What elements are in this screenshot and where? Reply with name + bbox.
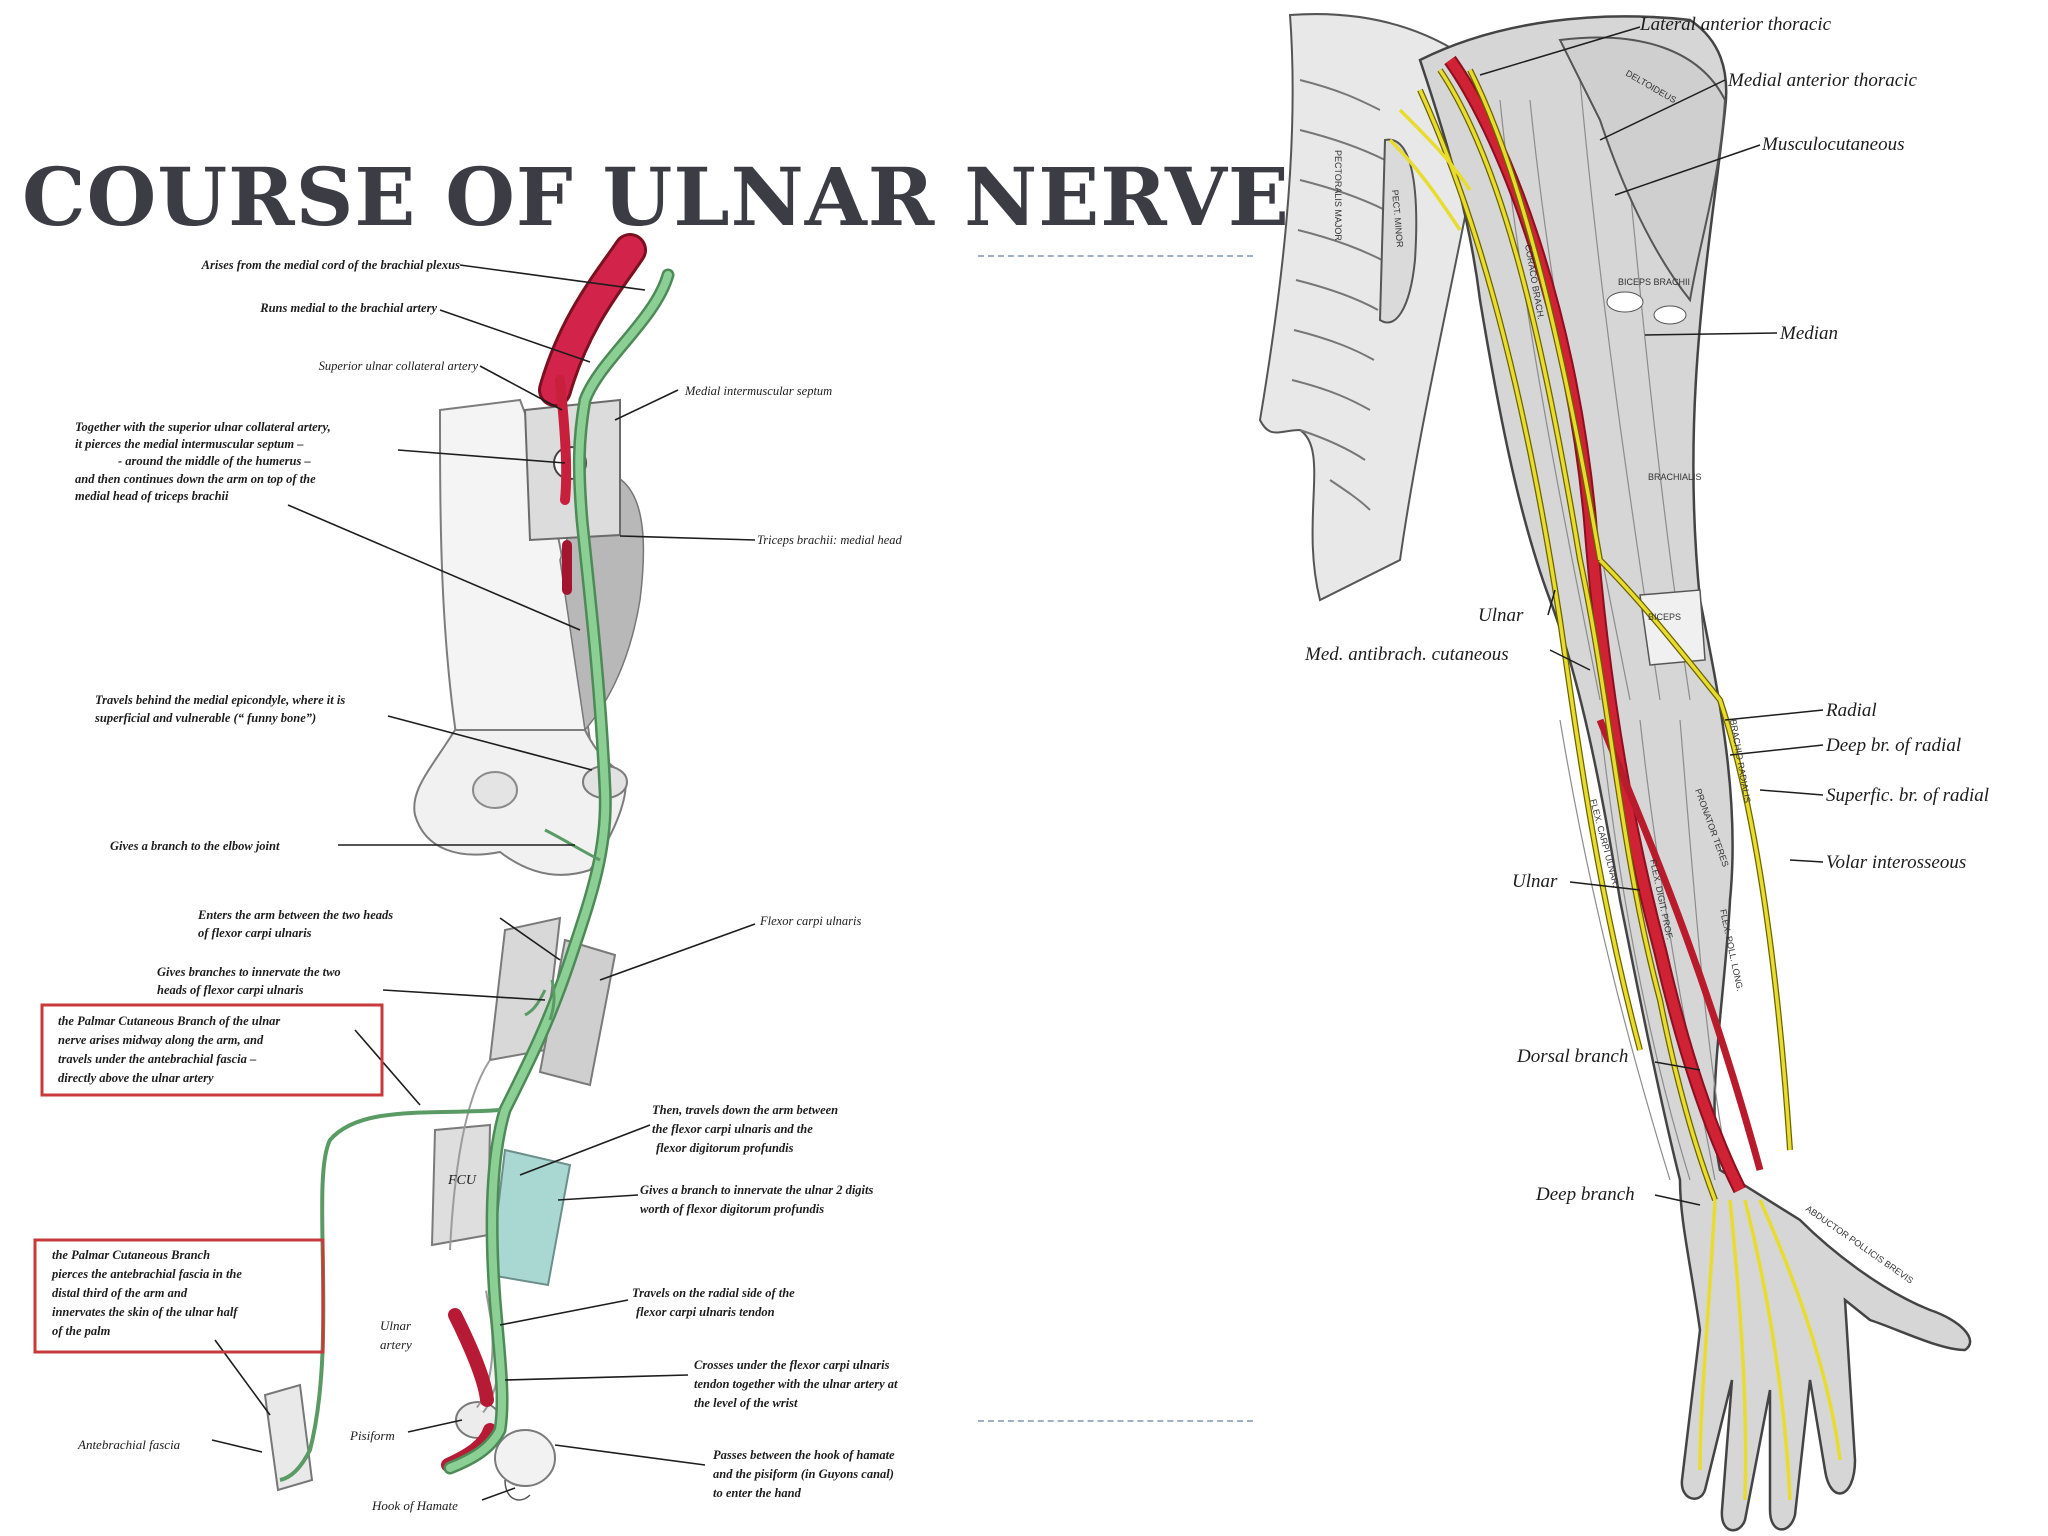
svg-text:Enters the arm between the two: Enters the arm between the two heads	[197, 908, 393, 922]
svg-text:travels under the antebrachial: travels under the antebrachial fascia –	[58, 1052, 257, 1066]
svg-text:flexor digitorum profundis: flexor digitorum profundis	[656, 1141, 794, 1155]
svg-text:and the pisiform (in Guyons ca: and the pisiform (in Guyons canal)	[713, 1467, 894, 1481]
svg-text:directly above the ulnar arter: directly above the ulnar artery	[58, 1071, 214, 1085]
svg-text:of the palm: of the palm	[52, 1324, 111, 1338]
svg-text:Gives a branch to innervate th: Gives a branch to innervate the ulnar 2 …	[640, 1183, 873, 1197]
svg-text:superficial and vulnerable (“: superficial and vulnerable (“ funny bone…	[94, 711, 316, 725]
svg-text:Then, travels down the arm bet: Then, travels down the arm between	[652, 1103, 838, 1117]
page-title: COURSE OF ULNAR NERVE	[22, 150, 1290, 244]
pectoralis-minor	[1378, 138, 1418, 324]
label-triceps-medial-head: Triceps brachii: medial head	[757, 533, 903, 547]
callout-pierces-septum: Together with the superior ulnar collate…	[75, 420, 331, 503]
callout-enters-fcu: Enters the arm between the two heads of …	[197, 908, 393, 940]
svg-text:Gives branches to innervate th: Gives branches to innervate the two	[157, 965, 341, 979]
arm-outline	[1418, 15, 1972, 1532]
svg-text:flexor carpi ulnaris tendon: flexor carpi ulnaris tendon	[636, 1305, 775, 1319]
svg-text:distal third of the arm and: distal third of the arm and	[52, 1286, 188, 1300]
superior-ulnar-collateral-artery	[555, 375, 572, 505]
label-lateral-anterior-thoracic: Lateral anterior thoracic	[1639, 14, 1832, 35]
svg-text:the Palmar Cutaneous Branch: the Palmar Cutaneous Branch	[52, 1248, 210, 1262]
ulnar-artery	[448, 1308, 494, 1407]
svg-text:the Palmar Cutaneous Branch of: the Palmar Cutaneous Branch of the ulnar	[58, 1014, 280, 1028]
svg-text:Ulnar: Ulnar	[380, 1318, 412, 1333]
callout-medial-to-artery: Runs medial to the brachial artery	[259, 301, 437, 315]
callout-palmar-course-text: the Palmar Cutaneous Branch pierces the …	[51, 1248, 242, 1338]
label-dorsal-branch: Dorsal branch	[1516, 1046, 1628, 1067]
svg-text:Together with the superior uln: Together with the superior ulnar collate…	[75, 420, 331, 434]
label-hook-of-hamate: Hook of Hamate	[371, 1498, 458, 1513]
divider-top	[978, 255, 1253, 257]
divider-bottom	[978, 1420, 1253, 1422]
label-medial-anterior-thoracic: Medial anterior thoracic	[1727, 70, 1917, 91]
right-diagram: Lateral anterior thoracic Medial anterio…	[1258, 13, 1989, 1532]
callout-origin: Arises from the medial cord of the brach…	[201, 258, 460, 272]
label-ulnar-upper: Ulnar	[1478, 605, 1524, 626]
svg-text:the level of the wrist: the level of the wrist	[694, 1396, 798, 1410]
capitulum	[472, 771, 518, 809]
antebrachial-fascia	[263, 1383, 314, 1492]
label-superfic-br-radial: Superfic. br. of radial	[1826, 785, 1989, 806]
svg-text:Travels on the radial side of: Travels on the radial side of the	[632, 1286, 795, 1300]
callout-radial-side-tendon: Travels on the radial side of the flexor…	[632, 1286, 795, 1319]
label-median: Median	[1779, 323, 1838, 344]
svg-text:to enter the hand: to enter the hand	[713, 1486, 802, 1500]
label-ulnar-lower: Ulnar	[1512, 871, 1558, 892]
deltoid	[1558, 36, 1727, 303]
svg-text:BRACHIO RADIALIS: BRACHIO RADIALIS	[1728, 719, 1753, 804]
svg-text:tendon together with the ulnar: tendon together with the ulnar artery at	[694, 1377, 898, 1391]
label-ulnar-artery: Ulnar artery	[380, 1318, 412, 1352]
label-medial-intermuscular-septum: Medial intermuscular septum	[684, 384, 832, 398]
callout-box-palmar-course	[33, 1238, 325, 1354]
callout-fdp-branch: Gives a branch to innervate the ulnar 2 …	[640, 1183, 873, 1216]
label-musculocutaneous: Musculocutaneous	[1761, 134, 1904, 155]
callout-crosses-wrist: Crosses under the flexor carpi ulnaris t…	[694, 1358, 898, 1410]
svg-text:BICEPS: BICEPS	[1648, 612, 1681, 622]
label-superior-ulnar-collateral-artery: Superior ulnar collateral artery	[319, 359, 479, 373]
label-antebrachial-fascia: Antebrachial fascia	[77, 1437, 181, 1452]
svg-text:PECTORALIS MAJOR: PECTORALIS MAJOR	[1333, 150, 1343, 241]
label-med-antibrach-cutaneous: Med. antibrach. cutaneous	[1304, 644, 1509, 665]
svg-text:innervates the skin of the uln: innervates the skin of the ulnar half	[52, 1305, 239, 1319]
label-fcu: FCU	[447, 1173, 477, 1188]
callout-guyons-canal: Passes between the hook of hamate and th…	[713, 1448, 895, 1500]
svg-text:pierces the antebrachial fasci: pierces the antebrachial fascia in the	[51, 1267, 242, 1281]
callout-elbow-branch: Gives a branch to the elbow joint	[110, 839, 280, 853]
fdp-muscle	[488, 1148, 572, 1287]
svg-text:BRACHIALIS: BRACHIALIS	[1648, 472, 1702, 482]
callout-medial-epicondyle: Travels behind the medial epicondyle, wh…	[94, 693, 345, 725]
svg-text:it pierces the medial intermus: it pierces the medial intermuscular sept…	[75, 437, 304, 451]
svg-text:artery: artery	[380, 1337, 412, 1352]
callout-box-palmar-origin	[40, 1003, 384, 1097]
palmar-cutaneous-branch	[279, 1108, 501, 1482]
svg-text:and then continues down the ar: and then continues down the arm on top o…	[75, 472, 316, 486]
callout-fcu-branches: Gives branches to innervate the two head…	[157, 965, 341, 997]
svg-text:nerve arises midway along the: nerve arises midway along the arm, and	[58, 1033, 264, 1047]
svg-text:Travels behind the medial epic: Travels behind the medial epicondyle, wh…	[95, 693, 345, 707]
hamate-bone	[494, 1429, 556, 1487]
label-volar-interosseous: Volar interosseous	[1826, 852, 1966, 873]
svg-text:of flexor carpi ulnaris: of flexor carpi ulnaris	[198, 926, 312, 940]
label-flexor-carpi-ulnaris: Flexor carpi ulnaris	[759, 914, 862, 928]
callout-between-fcu-fdp: Then, travels down the arm between the f…	[652, 1103, 838, 1155]
svg-text:worth of flexor digitorum prof: worth of flexor digitorum profundis	[640, 1202, 824, 1216]
label-radial: Radial	[1825, 700, 1877, 721]
svg-text:BICEPS BRACHII: BICEPS BRACHII	[1618, 277, 1690, 287]
svg-text:- around the middle of the hum: - around the middle of the humerus –	[118, 454, 311, 468]
svg-text:heads of flexor carpi ulnaris: heads of flexor carpi ulnaris	[157, 983, 304, 997]
label-deep-branch: Deep branch	[1535, 1184, 1635, 1205]
svg-text:the flexor carpi ulnaris and t: the flexor carpi ulnaris and the	[652, 1122, 813, 1136]
label-pisiform: Pisiform	[349, 1428, 395, 1443]
left-diagram: Arises from the medial cord of the brach…	[33, 233, 903, 1513]
svg-text:Crosses under the flexor carpi: Crosses under the flexor carpi ulnaris	[694, 1358, 890, 1372]
ribs	[1291, 79, 1386, 511]
callout-palmar-origin-text: the Palmar Cutaneous Branch of the ulnar…	[58, 1014, 280, 1085]
svg-text:medial head of triceps brachii: medial head of triceps brachii	[75, 489, 229, 503]
label-deep-br-radial: Deep br. of radial	[1825, 735, 1961, 756]
svg-text:Passes between the hook of ham: Passes between the hook of hamate	[713, 1448, 895, 1462]
